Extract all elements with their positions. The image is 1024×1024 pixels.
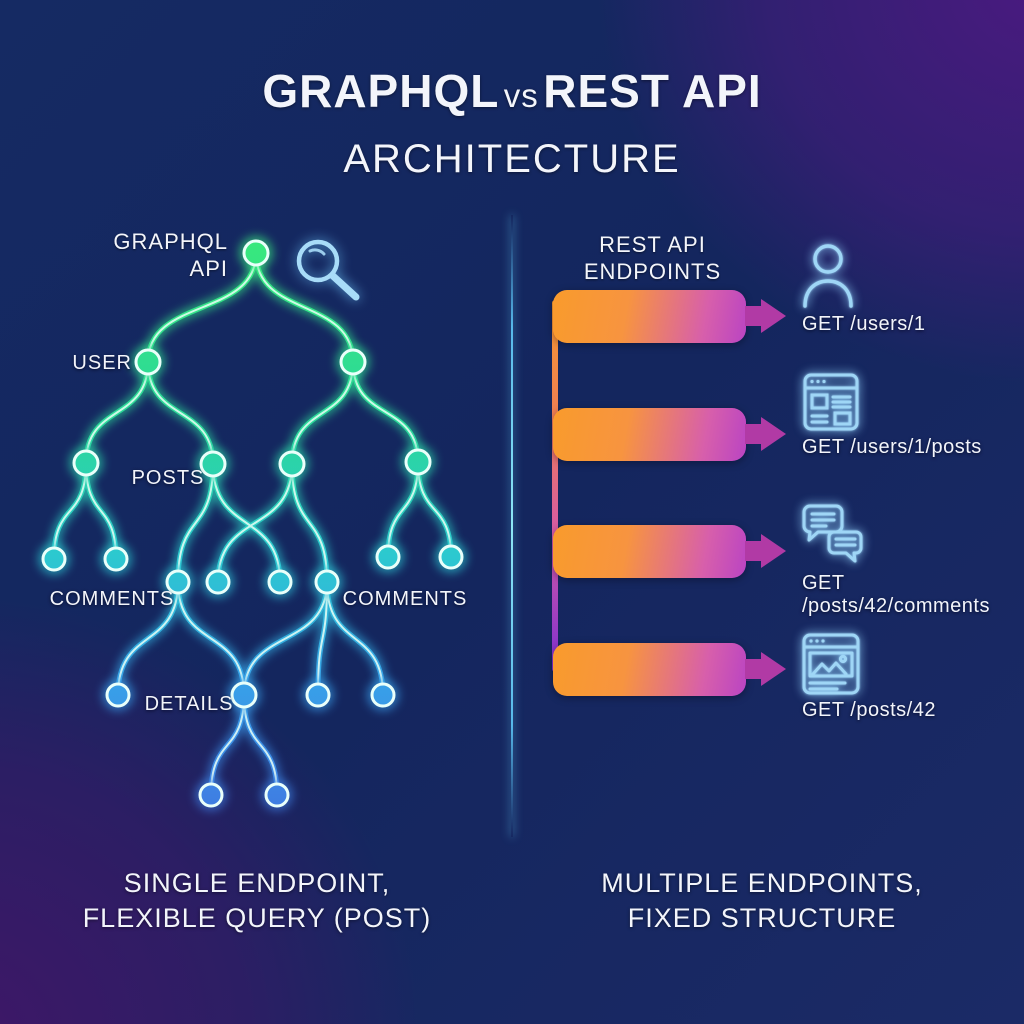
endpoint-label-4: GET /posts/42 <box>802 699 936 721</box>
endpoint-label-2: GET /users/1/posts <box>802 436 982 458</box>
title-graphql: GRAPHQL <box>262 65 500 117</box>
arrow-icon-4 <box>745 659 761 679</box>
post-page-icon <box>801 632 861 696</box>
rest-caption: MULTIPLE ENDPOINTS, FIXED STRUCTURE <box>601 868 923 933</box>
endpoint-bar-3 <box>553 525 746 578</box>
endpoint-spine <box>552 300 558 672</box>
posts-page-icon <box>802 372 860 432</box>
page-title: GRAPHQL vs REST API ARCHITECTURE <box>0 64 1024 186</box>
center-divider-line <box>511 215 513 837</box>
arrow-head-icon-3 <box>761 534 786 568</box>
rest-api-header: REST API ENDPOINTS <box>583 232 722 284</box>
arrow-icon-2 <box>745 424 761 444</box>
label-posts: POSTS <box>131 467 205 489</box>
arrow-icon-1 <box>745 306 761 326</box>
endpoint-bar-2 <box>553 408 746 461</box>
label-details: DETAILS <box>144 693 234 715</box>
title-vs: vs <box>503 77 539 114</box>
endpoint-bar-4 <box>553 643 746 696</box>
tree-edges <box>54 253 451 795</box>
label-comments-left: COMMENTS <box>49 588 175 610</box>
label-user: USER <box>72 352 132 374</box>
endpoint-bar-1 <box>553 290 746 343</box>
graphql-api-header: GRAPHQL API <box>113 229 228 281</box>
arrow-head-icon-1 <box>761 299 786 333</box>
arrow-icon-3 <box>745 541 761 561</box>
title-line-1: GRAPHQL vs REST API <box>0 64 1024 130</box>
title-line-2: ARCHITECTURE <box>343 137 681 181</box>
graphql-caption: SINGLE ENDPOINT, FLEXIBLE QUERY (POST) <box>82 868 432 933</box>
arrow-head-icon-4 <box>761 652 786 686</box>
label-comments-right: COMMENTS <box>342 588 468 610</box>
user-icon <box>798 242 860 310</box>
comments-icon <box>800 502 866 566</box>
endpoint-label-1: GET /users/1 <box>802 313 926 335</box>
arrow-head-icon-2 <box>761 417 786 451</box>
title-rest-api: REST API <box>543 65 762 117</box>
magnifier-icon <box>296 239 360 301</box>
endpoint-label-3: GET /posts/42/comments <box>802 572 990 617</box>
